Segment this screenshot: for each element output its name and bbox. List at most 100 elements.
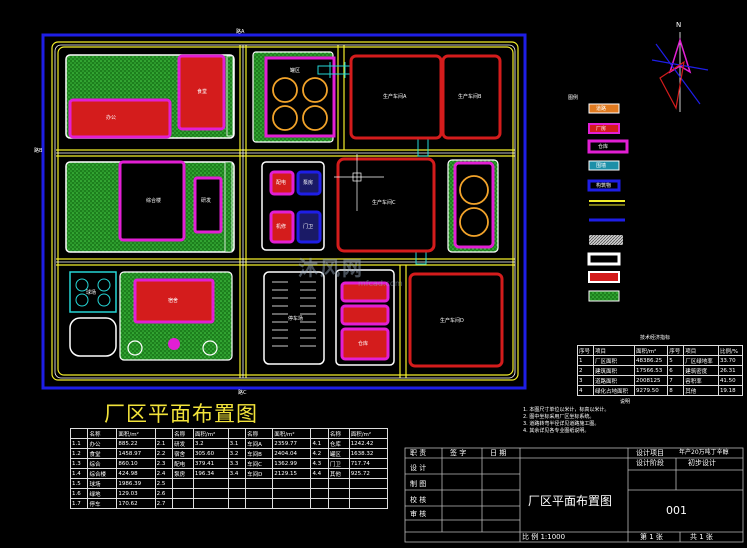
table-cell: 3.1 <box>227 438 247 449</box>
table-cell <box>327 478 350 489</box>
tb-col-role: 职 责 <box>410 449 427 457</box>
label-small3: 机修 <box>276 224 287 230</box>
label-parking: 停车场 <box>288 316 304 322</box>
econ-header-row: 序号 项目 面积/m² 序号 项目 比例/% <box>577 345 744 356</box>
label-canteen: 食堂 <box>197 89 208 95</box>
table-cell: 厂区绿地率 <box>683 355 719 366</box>
table-cell: 2008125 <box>633 375 669 386</box>
table-cell <box>227 488 247 499</box>
table-cell <box>172 478 194 489</box>
table-cell: 4.1 <box>310 438 329 449</box>
table-cell: 170.62 <box>116 498 156 509</box>
table-cell: 1.2 <box>69 448 89 459</box>
area-header-cell <box>69 428 89 439</box>
table-cell: 4.3 <box>310 458 329 469</box>
road-label-bottom: 路C <box>238 390 247 396</box>
econ-header-cell: 序号 <box>577 345 594 356</box>
table-cell: 379.41 <box>192 458 229 469</box>
sports-court <box>69 271 117 313</box>
table-cell <box>245 498 274 509</box>
road-edge-lines <box>54 44 516 379</box>
road-network <box>51 41 519 381</box>
area-header-cell: 名称 <box>245 428 274 439</box>
table-cell: 罐区 <box>327 448 350 459</box>
table-cell: 建筑面积 <box>592 365 635 376</box>
table-cell: 925.72 <box>348 468 389 479</box>
table-cell: 1.7 <box>69 498 89 509</box>
area-header-row: 名称 面积/m² 名称 面积/m² 名称 面积/m² 名称 面积/m² <box>69 428 389 439</box>
table-cell <box>348 478 389 489</box>
legend-item-5: 构筑物 <box>596 183 612 189</box>
area-header-cell <box>227 428 247 439</box>
table-cell: 绿地 <box>87 488 118 499</box>
table-cell: 1362.99 <box>272 458 312 469</box>
econ-header-cell: 比例/% <box>717 345 744 356</box>
table-cell: 泵房 <box>172 468 194 479</box>
notes-line-1: 1. 本图尺寸单位以米计，标高以米计。 <box>523 407 610 413</box>
table-cell <box>245 478 274 489</box>
label-small2: 泵房 <box>303 180 314 186</box>
label-warehouse: 仓库 <box>358 341 369 347</box>
table-cell: 1242.42 <box>348 438 389 449</box>
table-cell: 车间B <box>245 448 274 459</box>
table-cell: 7 <box>667 375 685 386</box>
table-cell: 厂区面积 <box>592 355 635 366</box>
tb-role-review: 审 核 <box>410 510 427 518</box>
table-cell: 4.2 <box>310 448 329 459</box>
road-label-left: 路B <box>34 148 43 154</box>
tb-project-label: 设计项目 <box>636 449 664 457</box>
north-arrow <box>651 32 709 112</box>
building-dorm <box>133 278 215 324</box>
table-cell <box>272 488 312 499</box>
tank-farm <box>264 56 336 138</box>
building-main <box>118 160 186 242</box>
table-cell: 2.3 <box>154 458 174 469</box>
table-cell: 2359.77 <box>272 438 312 449</box>
area-header-cell: 名称 <box>327 428 350 439</box>
area-header-cell <box>310 428 329 439</box>
table-cell: 1458.97 <box>116 448 156 459</box>
table-cell: 车间D <box>245 468 274 479</box>
table-cell: 6 <box>667 365 685 376</box>
econ-header-cell: 项目 <box>683 345 719 356</box>
tb-role-check: 校 核 <box>410 496 427 504</box>
watermark: 沐风网 <box>298 256 364 280</box>
area-header-cell: 面积/m² <box>348 428 389 439</box>
table-cell <box>327 498 350 509</box>
notes-line-2: 2. 图中坐标采用厂区坐标系统。 <box>523 414 595 420</box>
table-cell: 196.34 <box>192 468 229 479</box>
table-cell: 2.5 <box>154 478 174 489</box>
table-cell: 717.74 <box>348 458 389 469</box>
table-cell: 26.31 <box>717 365 744 376</box>
label-workshop-c: 生产车间C <box>372 200 396 206</box>
watermark-url: mfcad.com <box>358 279 403 288</box>
notes-title: 说明 <box>620 399 631 405</box>
table-cell: 33.70 <box>717 355 744 366</box>
tb-total: 共 1 张 <box>690 533 713 541</box>
warehouse-3 <box>340 327 390 361</box>
table-cell: 其他 <box>683 385 719 396</box>
building-office <box>68 98 172 139</box>
aux-building-1 <box>269 170 295 196</box>
notes-line-4: 4. 其余详见各专业图纸说明。 <box>523 428 590 434</box>
table-cell: 8 <box>667 385 685 396</box>
title-block-frame <box>404 447 744 543</box>
aux-building-3 <box>269 210 295 244</box>
table-cell: 3 <box>577 375 594 386</box>
econ-header-cell: 项目 <box>592 345 635 356</box>
table-cell: 1.5 <box>69 478 89 489</box>
table-cell <box>227 498 247 509</box>
table-cell: 仓库 <box>327 438 350 449</box>
legend-swatches <box>587 103 629 302</box>
table-cell <box>348 488 389 499</box>
workshop-d <box>408 272 504 368</box>
legend-item-1: 道路 <box>596 106 607 112</box>
table-cell: 3.2 <box>192 438 229 449</box>
table-cell: 4 <box>577 385 594 396</box>
